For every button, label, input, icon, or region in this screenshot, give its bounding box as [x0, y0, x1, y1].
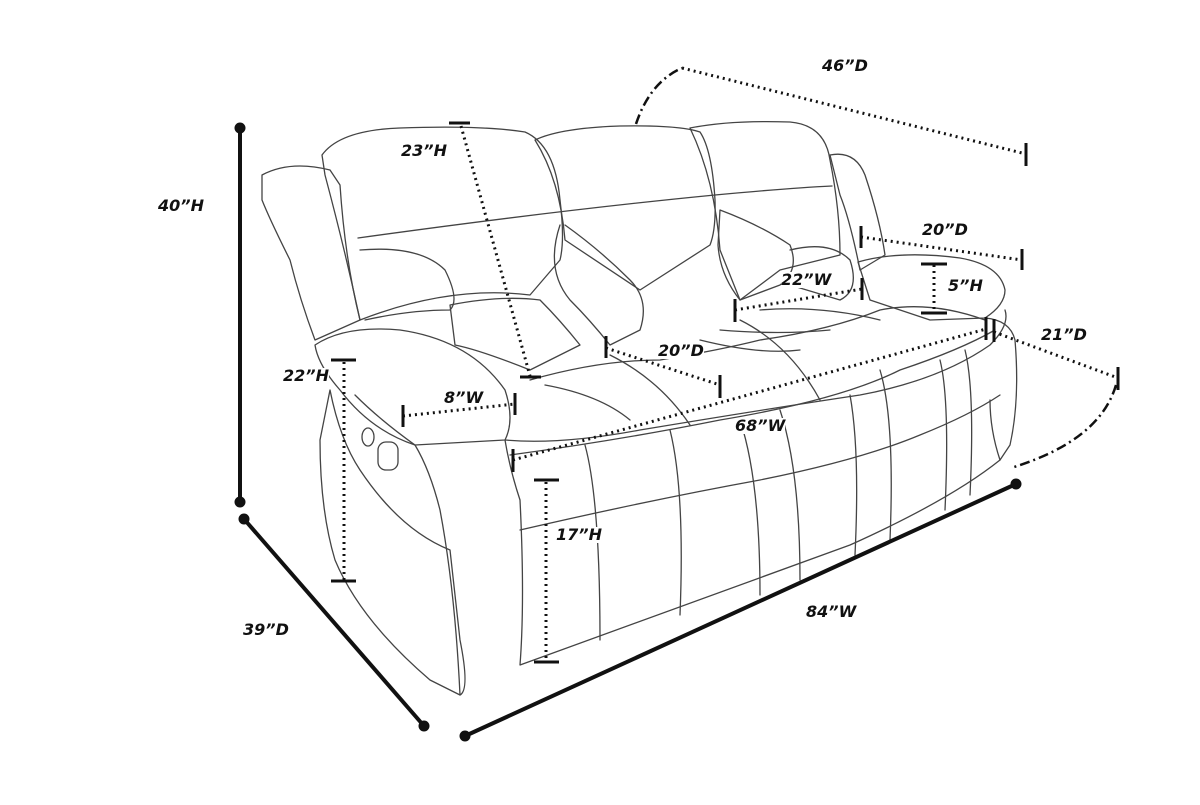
reclined-depth-arc — [634, 66, 683, 125]
left-arm-front-panel — [414, 444, 461, 696]
footrest-height-label: 5”H — [948, 276, 983, 295]
extension-depth-line — [993, 330, 1119, 380]
reclined-depth-line — [681, 66, 1027, 156]
pillow-mid — [553, 224, 644, 346]
arm-width-line — [402, 402, 516, 418]
recline-button-small — [361, 427, 375, 447]
overall-depth-line — [242, 517, 426, 728]
back-height-line — [459, 125, 532, 377]
pillow-left — [359, 248, 455, 321]
right-arm-back — [829, 153, 886, 271]
seat-cushion-div-2 — [739, 319, 821, 401]
left-arm-front — [314, 328, 511, 446]
pillow-right — [717, 209, 794, 301]
seat-width-label: 68”W — [735, 416, 786, 435]
footrest-top — [509, 329, 996, 456]
seat-height-label: 17”H — [556, 525, 602, 544]
dimension-lines — [234, 66, 1120, 742]
seat-depth-label: 20”D — [658, 341, 704, 360]
back-height-label: 23”H — [401, 141, 447, 160]
right-arm-rest — [857, 254, 1006, 321]
front-vertical-seams — [584, 349, 973, 641]
footrest-depth-label: 20”D — [922, 220, 968, 239]
arm-height-label: 22”H — [283, 366, 329, 385]
seat-rows — [544, 308, 881, 421]
overall-height-end-bottom — [234, 496, 246, 508]
overall-depth-label: 39”D — [243, 620, 289, 639]
right-side — [984, 317, 1018, 461]
extension-depth-arc — [1013, 384, 1118, 469]
sofa-drawing — [261, 120, 1018, 696]
left-arm-roll — [354, 394, 416, 446]
arm-width-label: 8”W — [444, 388, 484, 407]
seat-back-edge — [529, 306, 986, 381]
seat-cushion-div-1 — [609, 354, 691, 426]
footrest-width-label: 22”W — [781, 270, 832, 289]
overall-height-end-top — [234, 122, 246, 134]
front-horizontal-seam — [519, 394, 1001, 531]
seat-front-edge — [504, 309, 1007, 442]
overall-width-line — [464, 482, 1017, 738]
front-panel — [504, 439, 1001, 666]
back-cushion-right — [689, 120, 841, 301]
overall-width-end-left — [459, 730, 471, 742]
left-arm-face — [319, 389, 466, 696]
footrest-width-line — [734, 287, 863, 312]
seat-depth-line — [605, 346, 721, 387]
overall-depth-end-top — [238, 513, 250, 525]
extension-depth-label: 21”D — [1041, 325, 1087, 344]
reclined-depth-label: 46”D — [822, 56, 868, 75]
back-seam — [357, 185, 833, 239]
overall-width-end-right — [1010, 478, 1022, 490]
pillow-right-2 — [789, 246, 854, 301]
overall-depth-end-bottom — [418, 720, 430, 732]
recline-button-large — [377, 441, 399, 471]
seat-width-line — [512, 327, 987, 462]
pillow-left-inner — [449, 297, 581, 371]
overall-height-label: 40”H — [158, 196, 204, 215]
overall-width-label: 84”W — [806, 602, 857, 621]
back-cushion-middle — [534, 125, 716, 291]
